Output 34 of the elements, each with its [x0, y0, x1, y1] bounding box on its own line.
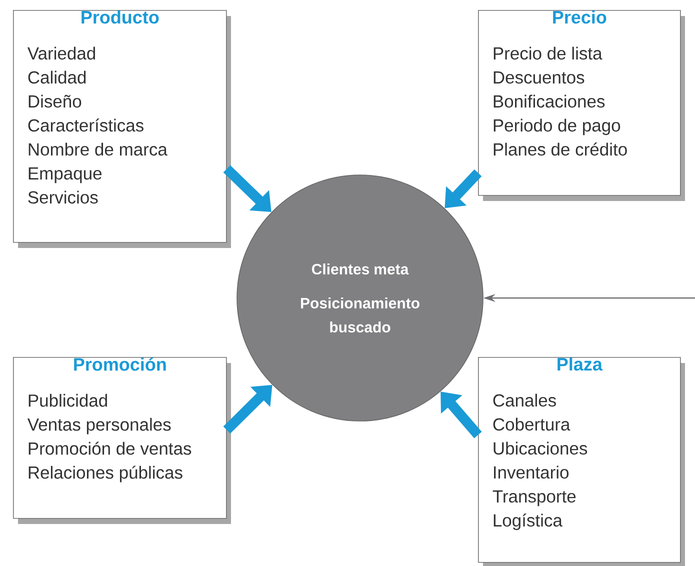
list-item: Diseño: [28, 94, 82, 108]
block-arrow: [440, 392, 482, 438]
circle-label: Clientes meta: [312, 264, 409, 274]
list-item: Precio de lista: [494, 46, 602, 60]
category-box: [13, 357, 231, 524]
list-item: Inventario: [494, 466, 569, 479]
list-item: Planes de crédito: [494, 142, 627, 156]
list-item: Empaque: [28, 167, 102, 184]
category-box: [478, 10, 685, 201]
box-heading: Producto: [82, 10, 159, 24]
list-item: Periodo de pago: [494, 118, 620, 136]
list-item: Nombre de marca: [28, 142, 168, 156]
list-item: Ventas personales: [27, 418, 171, 434]
list-item: Descuentos: [494, 71, 584, 84]
list-item: Relaciones públicas: [28, 466, 182, 482]
list-item: Variedad: [27, 46, 96, 60]
list-item: Promoción de ventas: [28, 442, 192, 455]
category-box: [478, 357, 685, 566]
list-item: Publicidad: [28, 394, 107, 407]
target-circle: [236, 174, 484, 422]
box-heading: Precio: [553, 10, 606, 24]
list-item: Calidad: [28, 70, 86, 84]
list-item: Ubicaciones: [494, 442, 588, 455]
list-item: Servicios: [28, 190, 98, 204]
box-heading: Plaza: [558, 357, 603, 371]
box-heading: Promoción: [74, 357, 166, 371]
circle-label: Posicionamiento buscado: [301, 298, 420, 332]
list-item: Transporte: [492, 490, 576, 506]
list-item: Logística: [494, 514, 562, 530]
list-item: Cobertura: [493, 418, 570, 431]
list-item: Bonificaciones: [494, 94, 605, 108]
list-item: Características: [28, 118, 144, 132]
list-item: Canales: [493, 394, 556, 407]
category-box: [13, 10, 231, 248]
